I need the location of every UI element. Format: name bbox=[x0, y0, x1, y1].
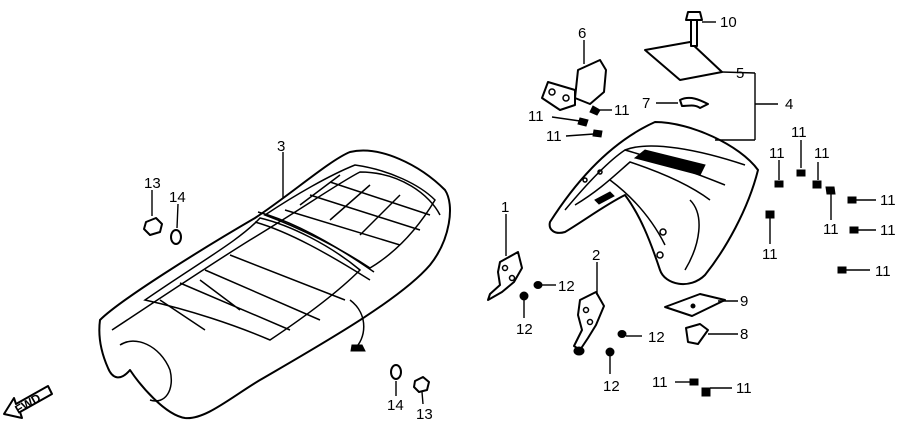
seat-assembly bbox=[98, 149, 451, 420]
callout-12-a: 12 bbox=[558, 278, 575, 295]
mount-bracket-2 bbox=[573, 262, 605, 356]
callout-11-h: 11 bbox=[880, 192, 896, 209]
screw-11-f bbox=[812, 162, 822, 189]
callout-11-b: 11 bbox=[528, 108, 544, 125]
callout-7: 7 bbox=[642, 95, 650, 112]
cowl-clip-8 bbox=[685, 323, 738, 345]
seat-cowl bbox=[548, 121, 759, 285]
callout-3: 3 bbox=[277, 138, 285, 155]
callout-11-d: 11 bbox=[769, 145, 785, 162]
callout-11-e: 11 bbox=[791, 124, 807, 141]
callout-5: 5 bbox=[736, 65, 744, 82]
callout-8: 8 bbox=[740, 326, 748, 343]
screw-11-m bbox=[701, 387, 732, 397]
cowl-stay-plate bbox=[664, 293, 738, 317]
callout-11-c: 11 bbox=[546, 128, 562, 145]
part-4-5-leaders bbox=[715, 73, 778, 141]
screw-11-i bbox=[849, 226, 876, 234]
callout-14-a: 14 bbox=[169, 189, 186, 206]
callout-11-f: 11 bbox=[814, 145, 830, 162]
screw-11-e bbox=[796, 140, 806, 177]
callout-11-l: 11 bbox=[652, 374, 668, 391]
cowl-plate bbox=[644, 41, 756, 81]
screw-11-c bbox=[565, 129, 603, 138]
callout-12-d: 12 bbox=[603, 378, 620, 395]
screw-11-a bbox=[589, 105, 612, 116]
callout-9: 9 bbox=[740, 293, 748, 310]
callout-2: 2 bbox=[592, 247, 600, 264]
cowl-bolt bbox=[685, 11, 716, 47]
screw-11-h bbox=[847, 196, 876, 204]
mount-bracket-1 bbox=[487, 214, 523, 301]
callout-13-a: 13 bbox=[144, 175, 161, 192]
callout-labels: 1 2 3 4 5 6 7 8 9 10 11 11 11 11 11 11 1… bbox=[144, 14, 896, 423]
nut-13-lower bbox=[413, 376, 430, 405]
forward-direction-arrow: FWD bbox=[3, 385, 53, 419]
callout-11-a: 11 bbox=[614, 102, 630, 119]
screw-11-b bbox=[551, 116, 589, 127]
cowl-clip bbox=[656, 96, 709, 109]
callout-1: 1 bbox=[501, 199, 509, 216]
nut-13-upper bbox=[143, 190, 163, 236]
screw-11-k bbox=[837, 266, 870, 274]
callout-14-b: 14 bbox=[387, 397, 404, 414]
seat-lock-bracket bbox=[541, 40, 607, 111]
screw-11-j bbox=[765, 210, 775, 244]
screws-11 bbox=[551, 105, 876, 397]
callout-13-b: 13 bbox=[416, 406, 433, 423]
callout-6: 6 bbox=[578, 25, 586, 42]
callout-12-b: 12 bbox=[516, 321, 533, 338]
callout-11-i: 11 bbox=[880, 222, 896, 239]
screw-12-d bbox=[605, 347, 615, 374]
callout-11-j: 11 bbox=[762, 246, 778, 263]
callout-11-m: 11 bbox=[736, 380, 752, 397]
washer-14-upper bbox=[170, 203, 182, 245]
screw-11-g bbox=[825, 186, 836, 220]
callout-11-g: 11 bbox=[823, 221, 839, 238]
screw-12-a bbox=[533, 281, 556, 289]
screw-11-l bbox=[675, 378, 699, 386]
screws-12 bbox=[519, 281, 642, 374]
washer-14-lower bbox=[390, 364, 402, 396]
screw-12-c bbox=[617, 330, 642, 338]
screw-12-b bbox=[519, 291, 529, 318]
callout-10: 10 bbox=[720, 14, 737, 31]
callout-4: 4 bbox=[785, 96, 793, 113]
callout-11-k: 11 bbox=[875, 263, 891, 280]
screw-11-d bbox=[774, 160, 784, 188]
callout-12-c: 12 bbox=[648, 329, 665, 346]
